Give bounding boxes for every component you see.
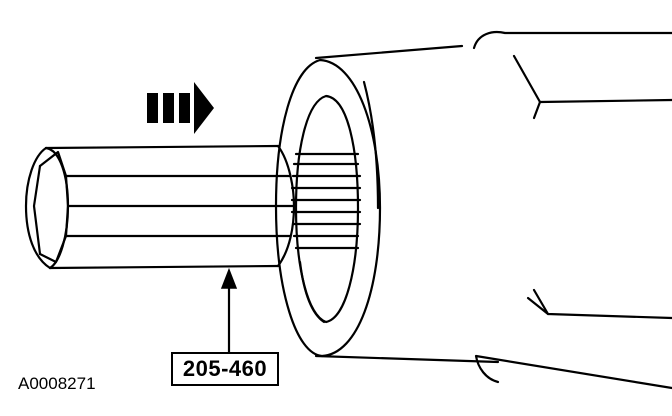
housing (274, 31, 672, 390)
special-tool (24, 144, 296, 270)
direction-arrow-icon (147, 82, 214, 134)
figure-id: A0008271 (18, 374, 96, 393)
leader-arrowhead (220, 267, 238, 289)
tool-number-label: 205-460 (171, 352, 279, 386)
